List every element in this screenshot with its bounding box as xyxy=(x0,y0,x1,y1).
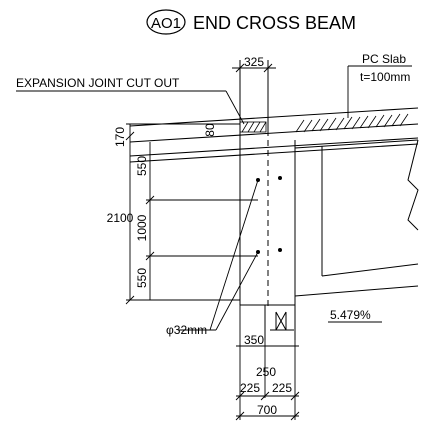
pc-slab-callout xyxy=(347,65,412,118)
dim-joint-depth: 80 xyxy=(203,123,217,137)
dim-middle: 1000 xyxy=(135,214,149,241)
pc-slab-label: PC Slab xyxy=(362,52,406,66)
dim-bottom-350: 350 xyxy=(244,333,264,347)
dim-lower: 550 xyxy=(135,268,149,288)
dim-total-height: 2100 xyxy=(107,211,134,225)
bolts xyxy=(256,176,282,254)
top-dimension xyxy=(232,63,276,73)
bearing xyxy=(264,305,296,340)
title-text: END CROSS BEAM xyxy=(193,13,356,33)
slab-lines xyxy=(129,107,419,163)
title-tag-ellipse xyxy=(146,9,186,35)
expansion-joint-hatch xyxy=(239,121,267,133)
bolt-leaders xyxy=(178,179,259,331)
bolt-mark xyxy=(278,176,282,180)
dim-bottom-225-right: 225 xyxy=(272,381,292,395)
dim-upper: 550 xyxy=(135,156,149,176)
slab-hatch xyxy=(295,113,409,133)
dim-top-width: 325 xyxy=(244,55,264,69)
bottom-dimension-lines xyxy=(235,305,300,421)
title-tag: AO1 xyxy=(151,15,181,32)
dim-bottom-225-left: 225 xyxy=(240,381,260,395)
dim-bottom-total: 700 xyxy=(257,403,277,417)
bolt-label: φ32mm xyxy=(166,323,207,337)
left-dimension-lines xyxy=(125,123,258,305)
slope-label: 5.479% xyxy=(330,308,371,322)
slab-thickness-label: t=100mm xyxy=(360,70,410,84)
dim-bottom-250: 250 xyxy=(256,365,276,379)
girder xyxy=(294,139,419,297)
bolt-mark xyxy=(278,248,282,252)
expansion-joint-callout xyxy=(16,90,245,125)
expansion-joint-label: EXPANSION JOINT CUT OUT xyxy=(16,76,180,90)
cross-beam-body xyxy=(239,60,296,310)
dim-left-top: 170 xyxy=(113,127,127,147)
